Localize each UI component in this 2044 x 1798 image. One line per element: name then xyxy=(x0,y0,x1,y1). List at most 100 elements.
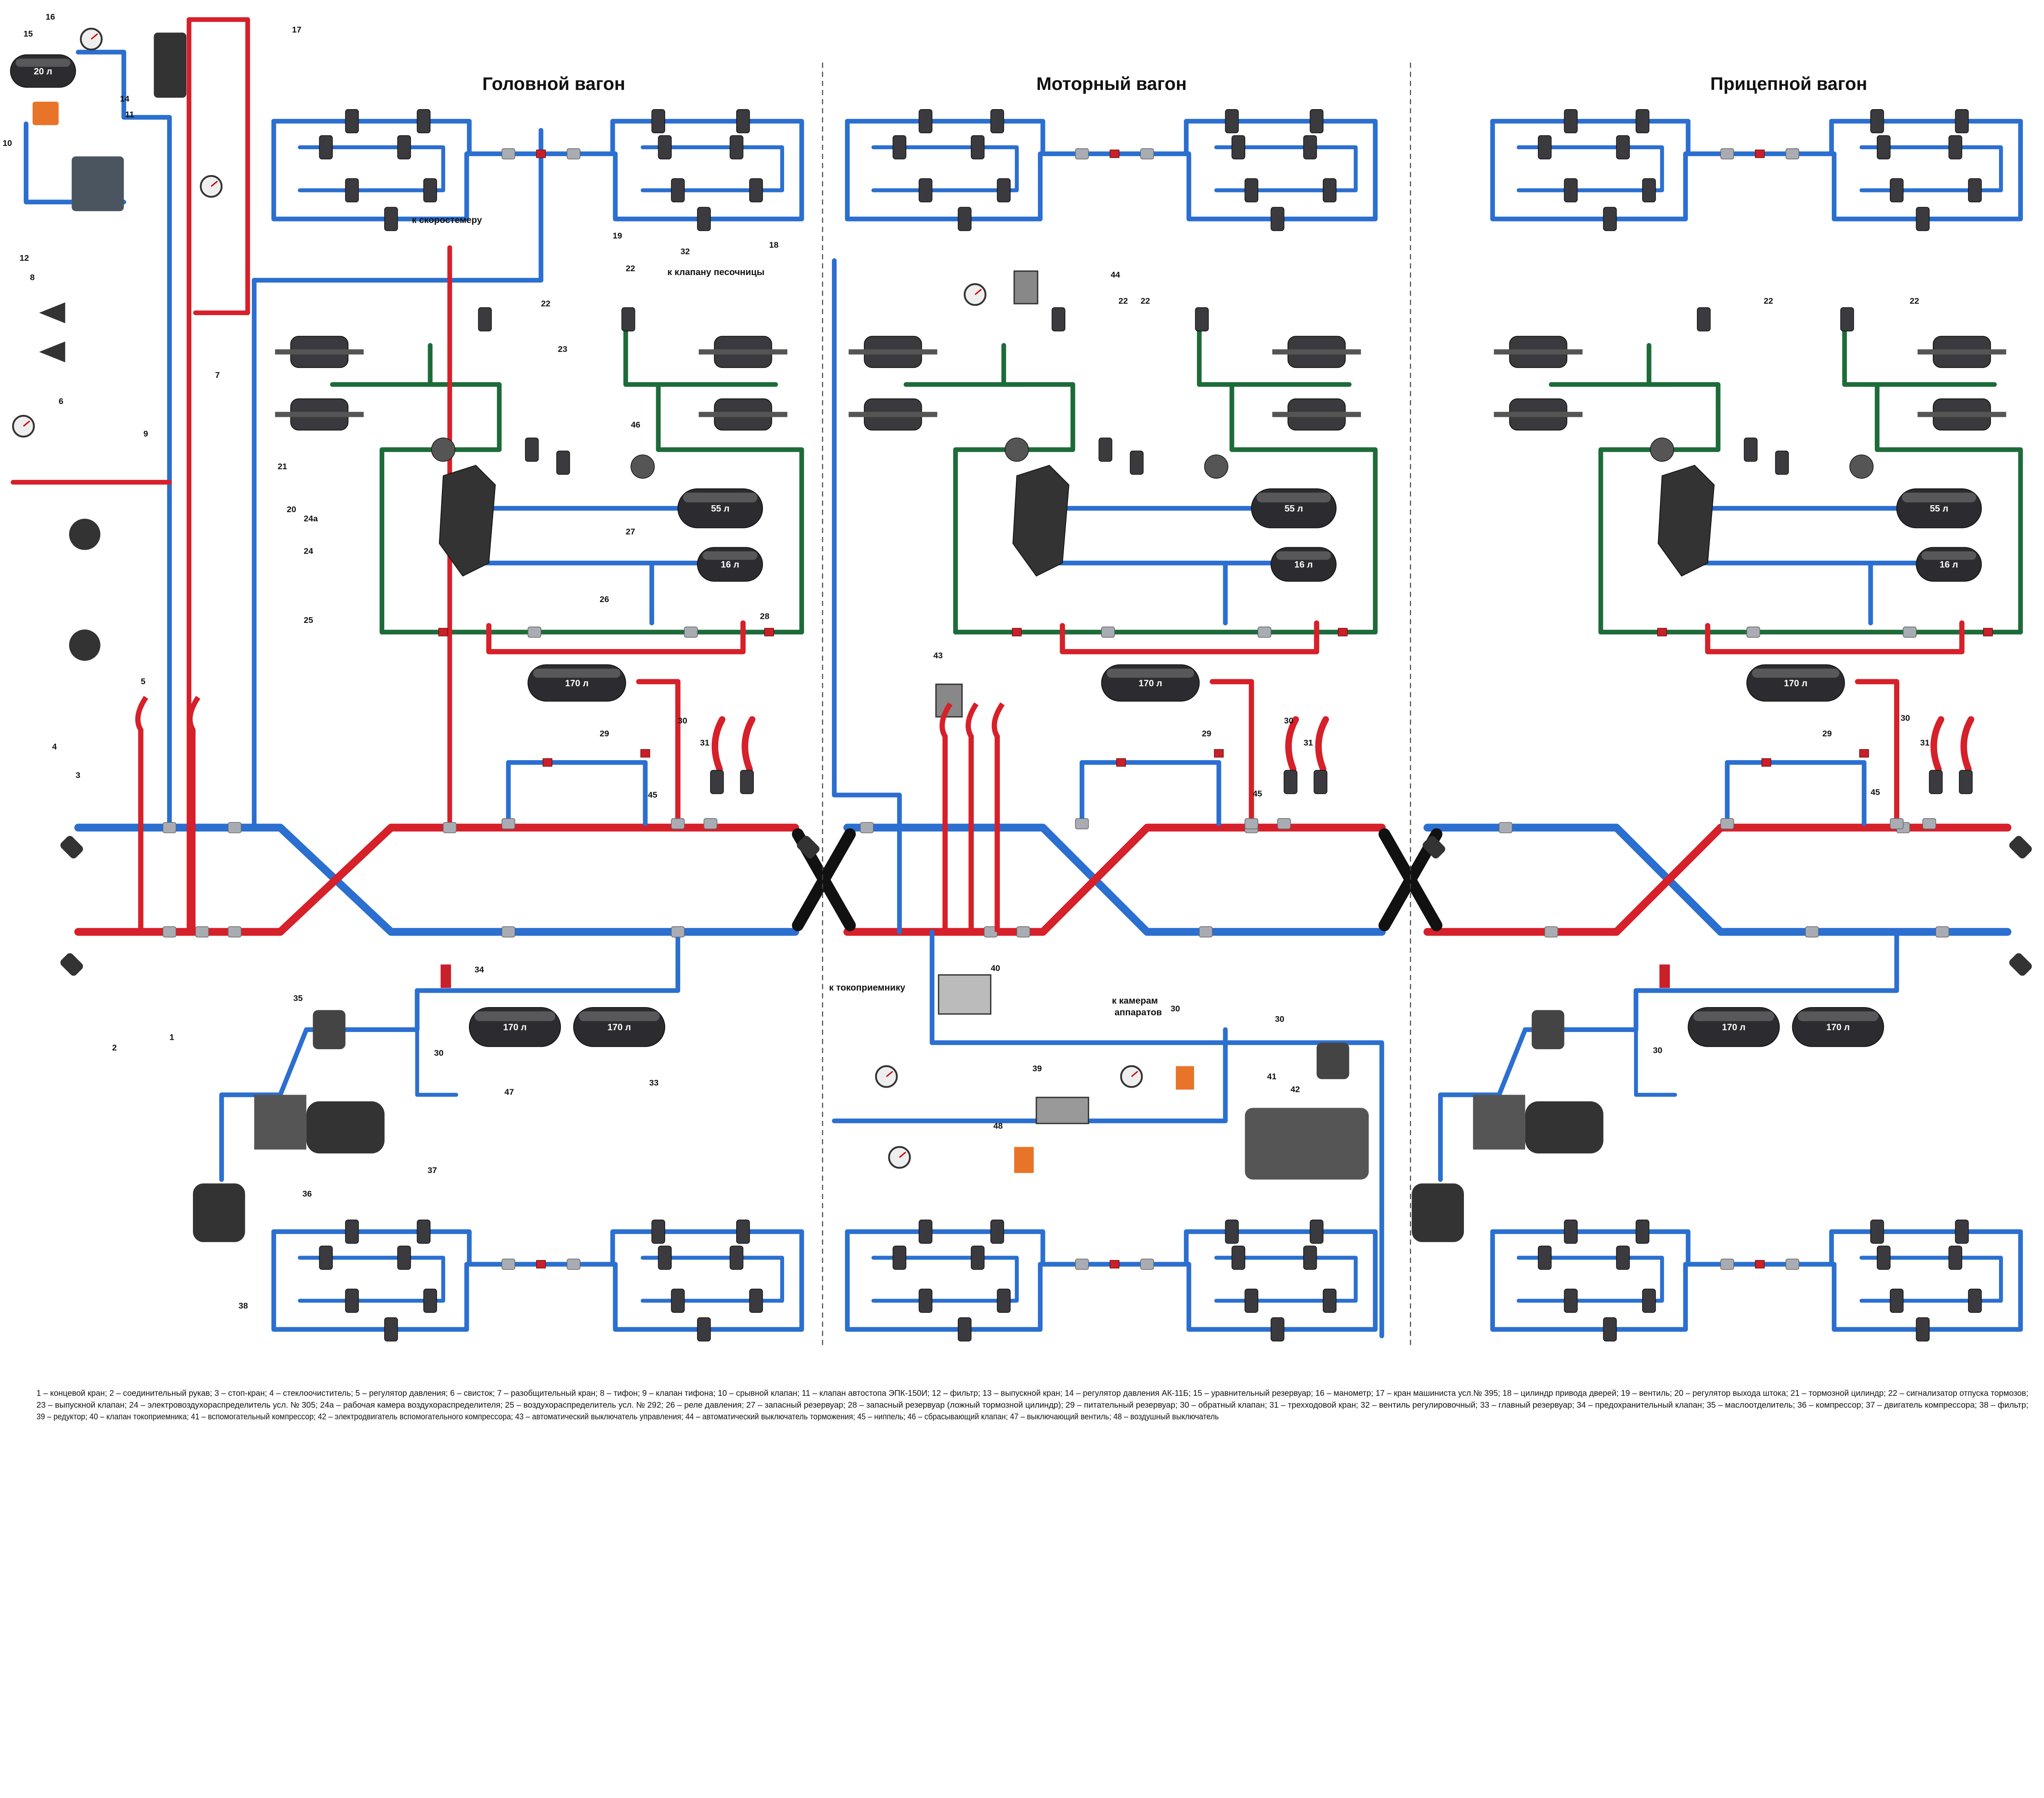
callout-number: 18 xyxy=(769,240,778,250)
callout-number: 5 xyxy=(141,677,146,686)
callout-number: 1 xyxy=(170,1033,175,1042)
compressor xyxy=(1473,1095,1525,1150)
door-cylinder xyxy=(1303,135,1317,159)
air-distributor xyxy=(1012,465,1069,577)
callout-number: 26 xyxy=(600,595,609,604)
door-cylinder xyxy=(1948,1245,1962,1270)
autostop-valve-epk xyxy=(72,156,124,211)
reservoir-highlight xyxy=(1256,493,1331,503)
manometer-needle xyxy=(1131,1070,1139,1077)
door-cylinder xyxy=(749,1288,763,1313)
safety-valve xyxy=(440,964,451,988)
manometer-needle xyxy=(91,33,98,40)
door-cylinder xyxy=(736,109,750,134)
shutoff-valve-icon xyxy=(1755,150,1765,158)
callout-number: 46 xyxy=(631,420,640,430)
door-cylinder xyxy=(397,135,411,159)
trailer-line-a xyxy=(1423,824,2012,936)
door-cylinder xyxy=(1231,1245,1246,1270)
door-cylinder xyxy=(919,178,932,203)
release-valve-icon xyxy=(1650,437,1674,462)
door-cylinder xyxy=(1309,1219,1324,1244)
brake-cylinder-rod xyxy=(1494,412,1583,417)
callout-number: 23 xyxy=(558,345,567,354)
shutoff-valve-icon xyxy=(1116,758,1126,767)
end-cock xyxy=(797,836,820,859)
shutoff-valve-icon xyxy=(536,150,546,158)
callout-number: 36 xyxy=(303,1189,312,1198)
brake-cylinder-rod xyxy=(699,349,788,355)
door-cylinder xyxy=(697,207,711,231)
supply-pipe xyxy=(1725,760,1867,826)
reservoir-highlight xyxy=(1797,1011,1879,1021)
manometer-icon xyxy=(875,1065,898,1088)
door-cylinder xyxy=(957,1317,972,1342)
main-reservoir-170l-label: 170 л xyxy=(1722,1022,1746,1032)
exhaust-valve xyxy=(1744,437,1758,462)
brake-cylinder-rod xyxy=(1917,349,2006,355)
stop-cock-hose xyxy=(1960,716,1975,772)
shutoff-valve-icon xyxy=(1012,628,1022,636)
tee-fitting xyxy=(860,822,874,833)
reservoir-16l-label: 16 л xyxy=(1940,560,1958,570)
shutoff-valve-icon xyxy=(536,1260,546,1269)
door-cylinder xyxy=(1889,1288,1904,1313)
door-cylinder xyxy=(1564,1219,1578,1244)
door-loop-0-pipe xyxy=(271,119,469,222)
legend-line-1: 1 – концевой кран; 2 – соединительный ру… xyxy=(36,1389,2028,1398)
reducer xyxy=(1035,1097,1089,1124)
tee-fitting xyxy=(1889,818,1904,829)
release-valve-icon xyxy=(630,455,655,479)
head-line-b xyxy=(74,824,799,936)
brake-cylinder-rod xyxy=(275,349,364,355)
door-cylinder xyxy=(1225,1219,1239,1244)
door-cylinder xyxy=(1603,1317,1617,1342)
reservoir-highlight xyxy=(683,493,758,503)
callout-number: 38 xyxy=(239,1301,248,1311)
door-cylinder xyxy=(1564,109,1578,134)
callout-number: 27 xyxy=(626,527,635,536)
door-loop-1-pipe xyxy=(871,145,1019,193)
door-cylinder xyxy=(1616,135,1630,159)
exhaust-valve xyxy=(556,450,570,475)
door-cylinder xyxy=(417,109,431,134)
air-distributor xyxy=(1658,465,1715,577)
callout-number: 22 xyxy=(1764,296,1773,306)
door-loop-5-pipe xyxy=(1490,1229,2023,1332)
annotation-chambers-1: к камерам xyxy=(1112,995,1158,1005)
callout-number: 31 xyxy=(1920,738,1930,748)
tee-fitting xyxy=(527,626,542,638)
door-loop-3-pipe xyxy=(271,1229,469,1332)
callout-number: 16 xyxy=(46,12,55,22)
callout-number: 30 xyxy=(1275,1014,1284,1024)
door-cylinder xyxy=(1244,178,1258,203)
shutoff-valve-icon xyxy=(640,749,650,758)
tee-fitting xyxy=(1277,818,1291,829)
callout-number: 29 xyxy=(1822,729,1832,739)
callout-number: 2 xyxy=(112,1043,117,1052)
tee-fitting xyxy=(501,926,515,938)
door-cylinder xyxy=(1968,1288,1982,1313)
brake-pipe xyxy=(486,620,746,654)
compressor-pipe xyxy=(1634,1028,1677,1097)
aux-pipe xyxy=(930,929,1384,1339)
control-pipe xyxy=(953,323,1378,635)
control-pipe xyxy=(379,323,804,635)
reservoir-highlight xyxy=(1921,551,1977,560)
brake-cylinder-rod xyxy=(1272,349,1361,355)
door-cylinder xyxy=(651,109,666,134)
feed-reservoir-170l-label: 170 л xyxy=(1784,678,1808,688)
shutoff-valve-icon xyxy=(1338,628,1348,636)
safety-valve xyxy=(1659,964,1670,988)
tee-fitting xyxy=(1244,818,1258,829)
door-cylinder xyxy=(1889,178,1904,203)
door-loop-4-pipe xyxy=(845,1229,1043,1332)
tee-fitting xyxy=(162,926,177,938)
door-loop-2-pipe xyxy=(1490,119,1688,222)
door-loop-1-pipe xyxy=(845,119,1043,222)
braking-breaker xyxy=(1013,270,1038,305)
callout-number: 6 xyxy=(58,397,63,406)
door-loop-1-pipe xyxy=(845,119,1378,222)
door-cylinder xyxy=(736,1219,750,1244)
